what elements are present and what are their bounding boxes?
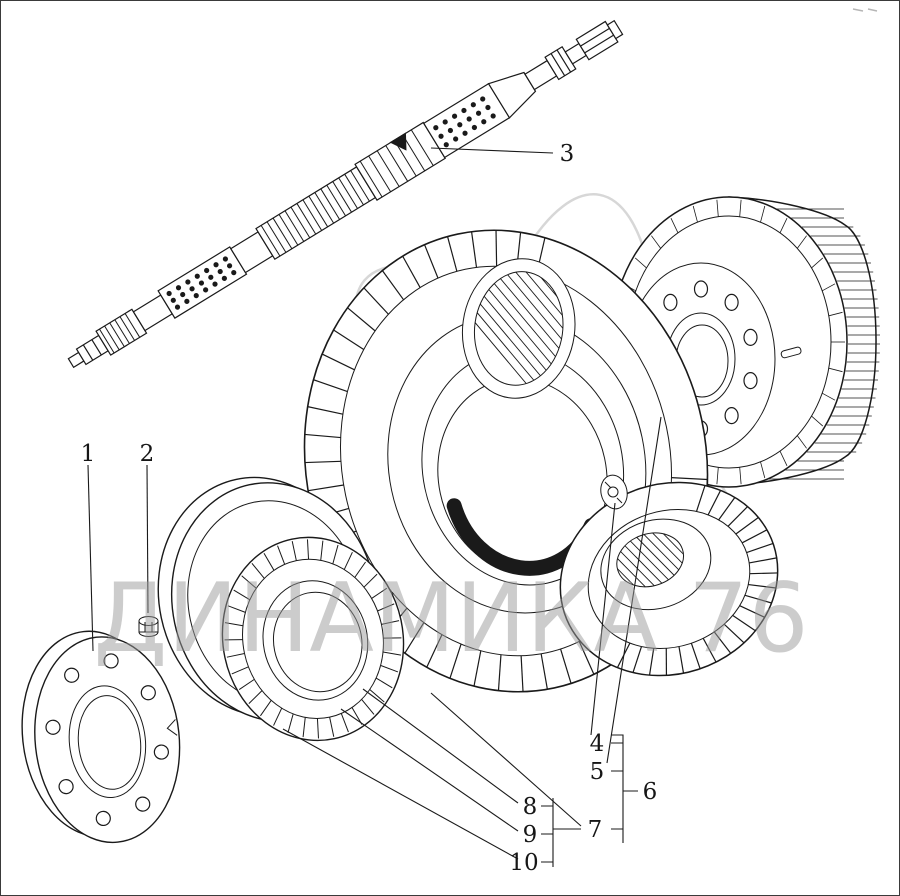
drum-balance-slot xyxy=(780,346,802,359)
callout-label-6: 6 xyxy=(643,779,658,805)
callout-label-2: 2 xyxy=(140,441,155,467)
corner-print-marks xyxy=(852,8,878,12)
callout-label-3: 3 xyxy=(560,141,575,167)
callout-label-5: 5 xyxy=(590,759,605,785)
hub-gear-teeth xyxy=(616,485,778,676)
leader-line-7 xyxy=(430,692,582,827)
leader-line-2 xyxy=(146,464,149,614)
shaft-spline-and-thread-details xyxy=(99,96,496,354)
callout-label-4: 4 xyxy=(590,731,605,757)
drive-shaft-part xyxy=(67,19,624,369)
leader-line-1 xyxy=(87,464,94,652)
drum-cooling-fins xyxy=(768,208,880,480)
leader-line-8 xyxy=(362,688,519,804)
lock-nut-part xyxy=(138,616,159,637)
leader-line-4 xyxy=(590,502,616,736)
leader-line-10 xyxy=(282,728,519,860)
flange-notch xyxy=(166,719,178,736)
thrust-washer-part xyxy=(600,474,628,510)
leader-line-9 xyxy=(340,708,519,832)
flange-bolt-holes xyxy=(45,653,169,827)
leader-line-5 xyxy=(606,416,662,764)
bearing-rollers xyxy=(224,539,402,739)
leader-lines xyxy=(87,147,662,867)
callout-label-7: 7 xyxy=(588,817,603,843)
gear-hub-part xyxy=(559,481,779,677)
callout-label-9: 9 xyxy=(523,822,538,848)
callout-label-1: 1 xyxy=(81,441,96,467)
callout-label-10: 10 xyxy=(509,850,538,876)
bearing-assembly-part xyxy=(157,476,405,742)
bracket-group-6 xyxy=(611,734,638,843)
callout-label-8: 8 xyxy=(523,794,538,820)
flange-ring-part xyxy=(21,630,181,844)
callout-labels: 1 2 3 4 5 6 7 8 9 10 xyxy=(81,141,658,876)
leader-line-3 xyxy=(430,147,554,154)
bracket-group-8910 xyxy=(541,798,581,867)
watermark-text: ДИНАМИКА 76 xyxy=(94,564,809,674)
